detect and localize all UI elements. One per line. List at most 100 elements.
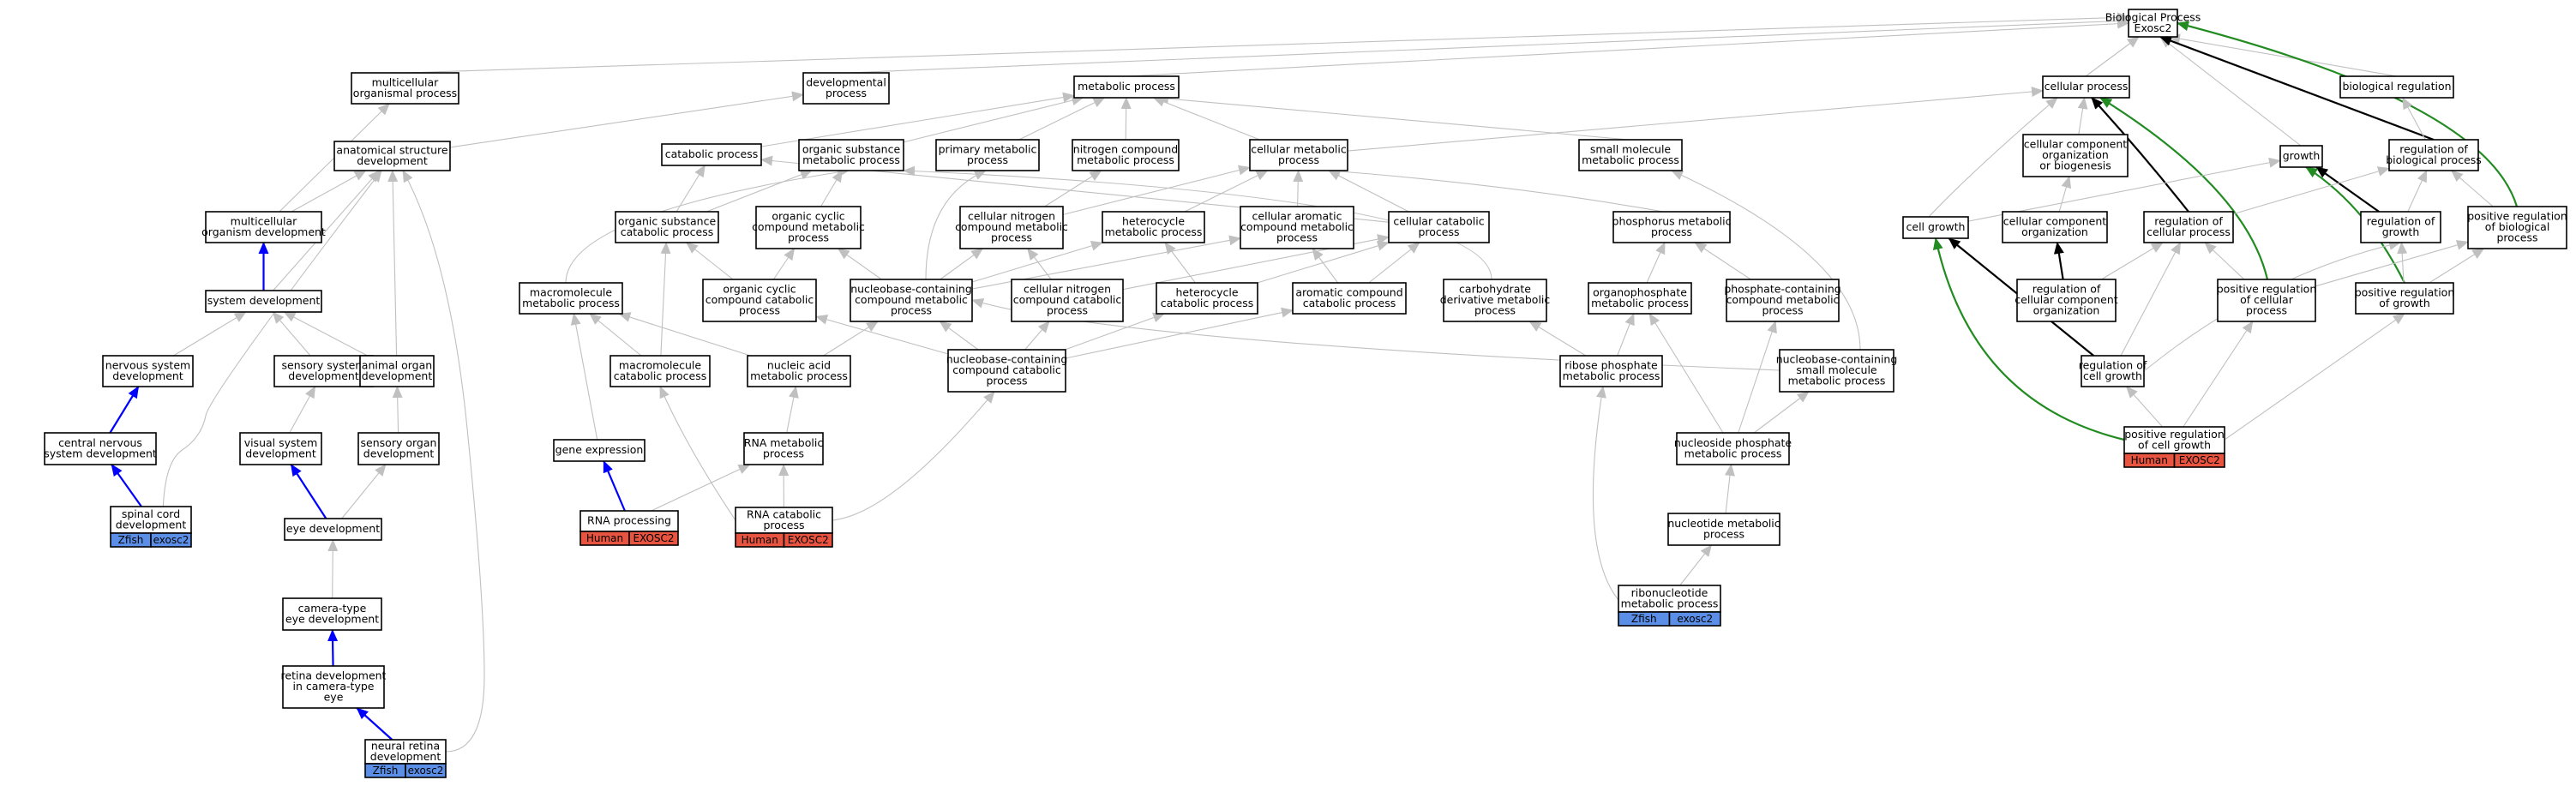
- go-term-node-sysdev[interactable]: system development: [205, 290, 322, 313]
- go-term-node-catab[interactable]: catabolic process: [661, 143, 762, 166]
- edge-nucbasecat-to-nucbasemet: [939, 321, 979, 351]
- gene-badge-cell: [405, 763, 447, 778]
- node-box: [1779, 349, 1894, 393]
- node-label-line: developmental: [806, 75, 886, 88]
- go-term-node-metproc[interactable]: metabolic process: [1073, 75, 1180, 99]
- node-box: [2279, 145, 2323, 168]
- node-label-line: nervous system: [105, 358, 190, 371]
- node-label-line: catabolic process: [665, 147, 759, 160]
- node-label-line: compound catabolic: [1013, 293, 1122, 306]
- edge-sensdev-to-sysdev: [272, 311, 311, 357]
- node-label-line: cellular catabolic: [1393, 214, 1484, 227]
- go-term-node-eyedev[interactable]: eye development: [284, 518, 382, 541]
- node-box: [351, 72, 459, 105]
- go-term-node-bioreg[interactable]: biological regulation: [2339, 75, 2454, 99]
- node-label-line: cellular component: [2003, 214, 2106, 227]
- edge-macrocat-to-macromet: [589, 313, 642, 357]
- node-label-line: system development: [207, 294, 321, 307]
- node-label-line: process: [2496, 231, 2537, 244]
- node-label-line: derivative metabolic: [1440, 293, 1551, 306]
- edge-nucbasesmall-to-smallmol: [1671, 170, 1861, 351]
- node-box: [1612, 211, 1731, 243]
- node-label-line: catabolic process: [614, 369, 707, 382]
- go-term-node-geneexp[interactable]: gene expression: [553, 439, 646, 462]
- edge-orgcyccat-to-orgcyc: [772, 248, 796, 280]
- node-label-line: sensory system: [282, 358, 366, 371]
- edge-cellarom-to-cellmet: [1293, 170, 1304, 207]
- go-term-node-growth[interactable]: growth: [2279, 145, 2323, 168]
- node-box: [747, 355, 851, 387]
- edge-cns-to-nervdev: [109, 386, 140, 434]
- node-label-line: metabolic process: [1621, 597, 1719, 609]
- node-box: [1156, 282, 1258, 315]
- go-term-node-cellproc[interactable]: cellular process: [2042, 75, 2130, 99]
- node-label-line: organic cyclic: [723, 283, 796, 296]
- gene-badge-label: EXOSC2: [2179, 454, 2220, 466]
- node-label-line: heterocycle: [1122, 214, 1185, 227]
- node-label-line: macromolecule: [530, 285, 612, 298]
- edge-reggrowth-to-growth: [2315, 166, 2380, 213]
- node-label-line: compound metabolic: [1726, 293, 1840, 306]
- go-term-node-cellgrowth[interactable]: cell growth: [1902, 216, 1969, 239]
- node-box: [359, 355, 435, 387]
